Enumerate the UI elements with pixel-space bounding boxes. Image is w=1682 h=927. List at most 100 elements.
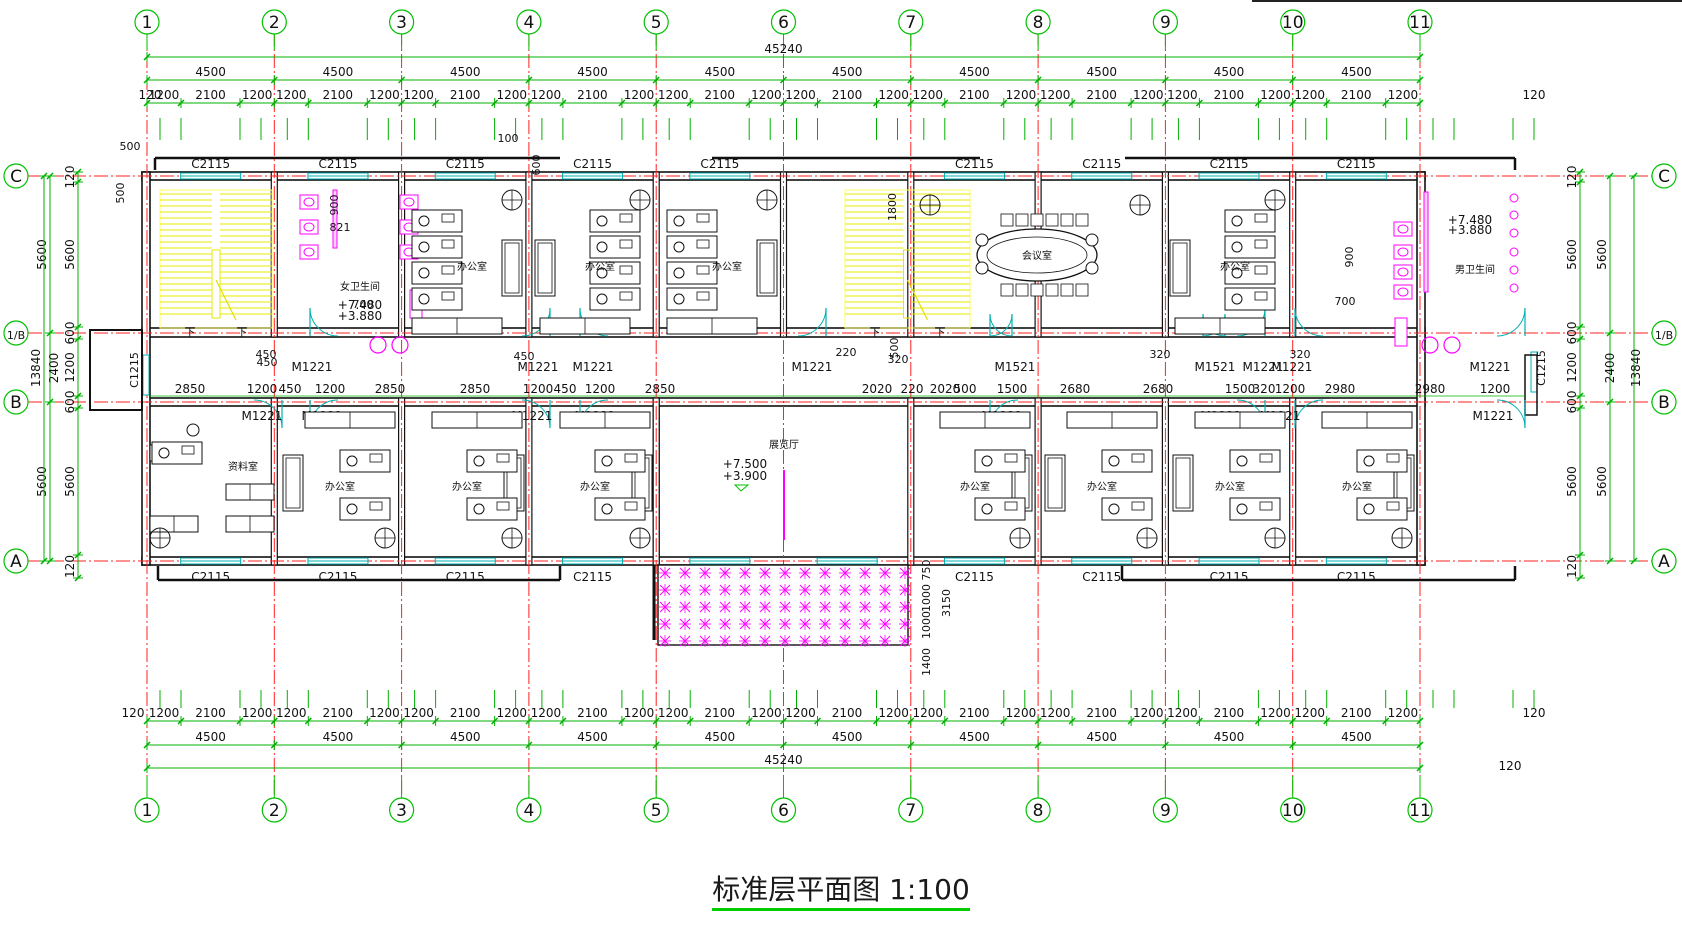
dim-sub-top-tick [1289,99,1297,107]
toilet-bowl [1397,267,1409,277]
vdim-right-inner-tick [1576,574,1584,582]
monitor [1386,453,1400,463]
dim-sub-top-tick [304,99,312,107]
desk [666,261,718,285]
door-label: M1221 [1272,360,1313,374]
door-label: M1221 [242,409,283,423]
desk [1224,287,1276,311]
dim-sub-top-tick [1034,99,1042,107]
axis-label-5: 5 [651,801,662,821]
dim-sub-top-tick [1416,99,1424,107]
toilet [1393,284,1413,300]
corridor-dim-label: 450 [279,382,302,396]
dim-sub-top-tick [1195,99,1203,107]
corridor-dim-label: 1200 [523,382,554,396]
axis-bubble [3,320,29,346]
window-label: C2115 [1210,570,1249,584]
dim-sub-top-label: 1200 [878,88,909,102]
desk [594,449,646,473]
door-swing [1294,307,1324,337]
chair [1108,503,1120,515]
axis-bubble [1651,163,1677,189]
dim-bays-top-tick [1161,76,1169,84]
dim-sub-top-tick [686,99,694,107]
sofa-cushion [759,242,775,294]
axis-label-7: 7 [905,801,916,821]
dim-sub-bottom-tick [1195,717,1203,725]
dim-sub-top-tick [1323,99,1331,107]
monitor [441,213,455,223]
vdim-right-inner-tick [1576,178,1584,186]
vdim-right-inner-label: 600 [1565,322,1579,345]
meeting-chair [1085,261,1099,275]
corridor-dim-label: 2020 [930,382,961,396]
monitor [1254,239,1268,249]
dim-sub-bottom-tick [270,717,278,725]
dim-bays-bottom-label: 4500 [450,730,481,744]
dim-bays-bottom-tick [1161,741,1169,749]
axis-label-6: 6 [778,801,789,821]
dim-sub-top-label: 1200 [149,88,180,102]
axis-label-1/B: 1/B [7,329,25,342]
dim-sub-bottom-label: 1200 [913,706,944,720]
dim-bays-bottom-tick [525,741,533,749]
dim-sub-bottom-label: 1200 [1133,706,1164,720]
toilet-bowl [1397,247,1409,257]
door-label: M1221 [792,360,833,374]
corridor-dim-label: 2680 [1060,382,1091,396]
chair [158,447,170,459]
dim-sub-top-tick [872,99,881,107]
wc-partition [1423,191,1429,293]
dim-sub-bottom-label: 1200 [751,706,782,720]
dim-sub-top-tick [236,99,244,107]
vdim-right-inner-tick [1576,551,1584,559]
sofa [756,239,778,297]
axis-label-4: 4 [523,13,534,33]
dim-sub-bottom-tick [559,717,567,725]
level-triangle [733,484,750,492]
vdim-right-tick [1606,398,1614,406]
dim-sub-top-label: 1200 [1040,88,1071,102]
sofa-cushion [1172,242,1188,294]
window-label: C2115 [1337,570,1376,584]
vdim-right-inner-tick [1576,323,1584,331]
dim-bays-bottom-label: 4500 [832,730,863,744]
axis-label-9: 9 [1160,801,1171,821]
dim-bays-top-label: 4500 [577,65,608,79]
dim-sub-bottom-label: 1200 [878,706,909,720]
window-label: C2115 [955,570,994,584]
toilet [299,194,319,210]
dim-sub-top-tick [525,99,533,107]
misc-dim-label: 900 [1343,247,1356,268]
monitor [496,453,510,463]
axis-label-1: 1 [142,13,153,33]
axis-label-1: 1 [142,801,153,821]
dim-edge-label: 120 [1523,706,1546,720]
vdim-right-tick [1606,172,1614,180]
meeting-chair [1075,283,1089,297]
dim-edge-label: 120 [122,706,145,720]
chair [1108,455,1120,467]
floor-drain [369,336,387,354]
axis-label-2: 2 [269,801,280,821]
dim-sub-bottom-tick [491,717,499,725]
axis-label-A: A [10,552,22,572]
corridor-dim-label: 1200 [585,382,616,396]
desk [589,209,641,233]
misc-dim-label: 220 [836,346,857,359]
dim-sub-bottom-label: 1200 [1040,706,1071,720]
vdim-overall-right-tick [1630,557,1638,565]
meeting-chair [1015,283,1029,297]
chair [473,503,485,515]
dim-bays-top-tick [652,76,660,84]
dim-edge-label: 120 [1499,759,1522,773]
dim-sub-top-tick [1382,99,1390,107]
door-label: M1521 [995,360,1036,374]
stair-well [211,249,221,319]
dim-sub-bottom-tick [1416,717,1424,725]
dim-bays-top-tick [1034,76,1042,84]
dim-sub-top-tick [363,99,371,107]
vdim-left-label: 5600 [35,466,49,497]
toilet-bowl [303,247,315,257]
